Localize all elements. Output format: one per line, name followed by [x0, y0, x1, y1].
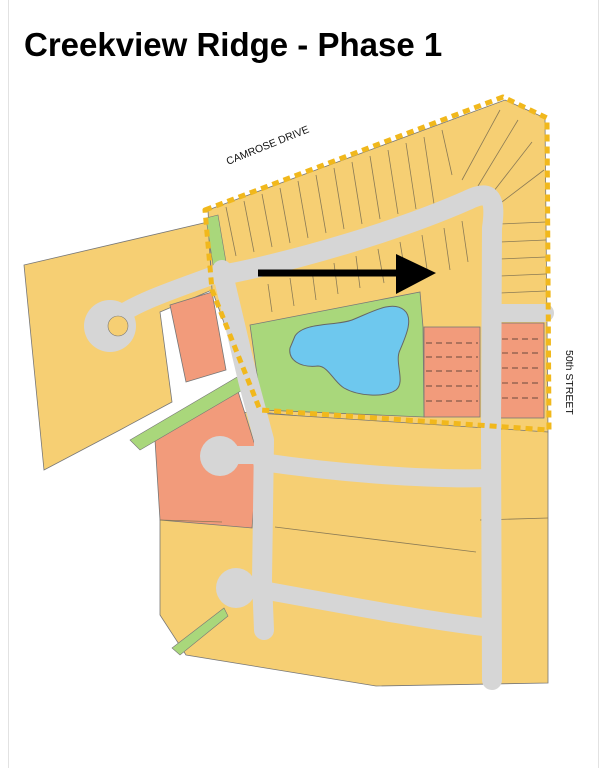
multi-family-lot-dividers: [426, 338, 542, 402]
cul-de-sac-middle: [200, 436, 240, 476]
phase-1-boundary: [202, 94, 552, 433]
pond: [289, 305, 410, 396]
road-middle-cross: [253, 453, 499, 488]
multi-family-lot-street-east: [499, 322, 545, 419]
multi-family-lot-west: [169, 291, 227, 383]
multi-family-lot-pond-east: [423, 326, 481, 418]
page-title: Creekview Ridge - Phase 1: [24, 26, 443, 63]
green-strip-south: [171, 607, 229, 656]
camrose-drive-label: CAMROSE DRIVE: [225, 124, 311, 168]
cul-de-sac-south: [216, 568, 256, 608]
direction-arrow: [258, 254, 436, 294]
lot-lines: [159, 109, 549, 553]
road-east-collector: [481, 420, 502, 690]
road-crescent: [212, 185, 504, 440]
50th-street-label: 50th STREET: [563, 350, 575, 415]
road-south-cross: [231, 577, 501, 637]
